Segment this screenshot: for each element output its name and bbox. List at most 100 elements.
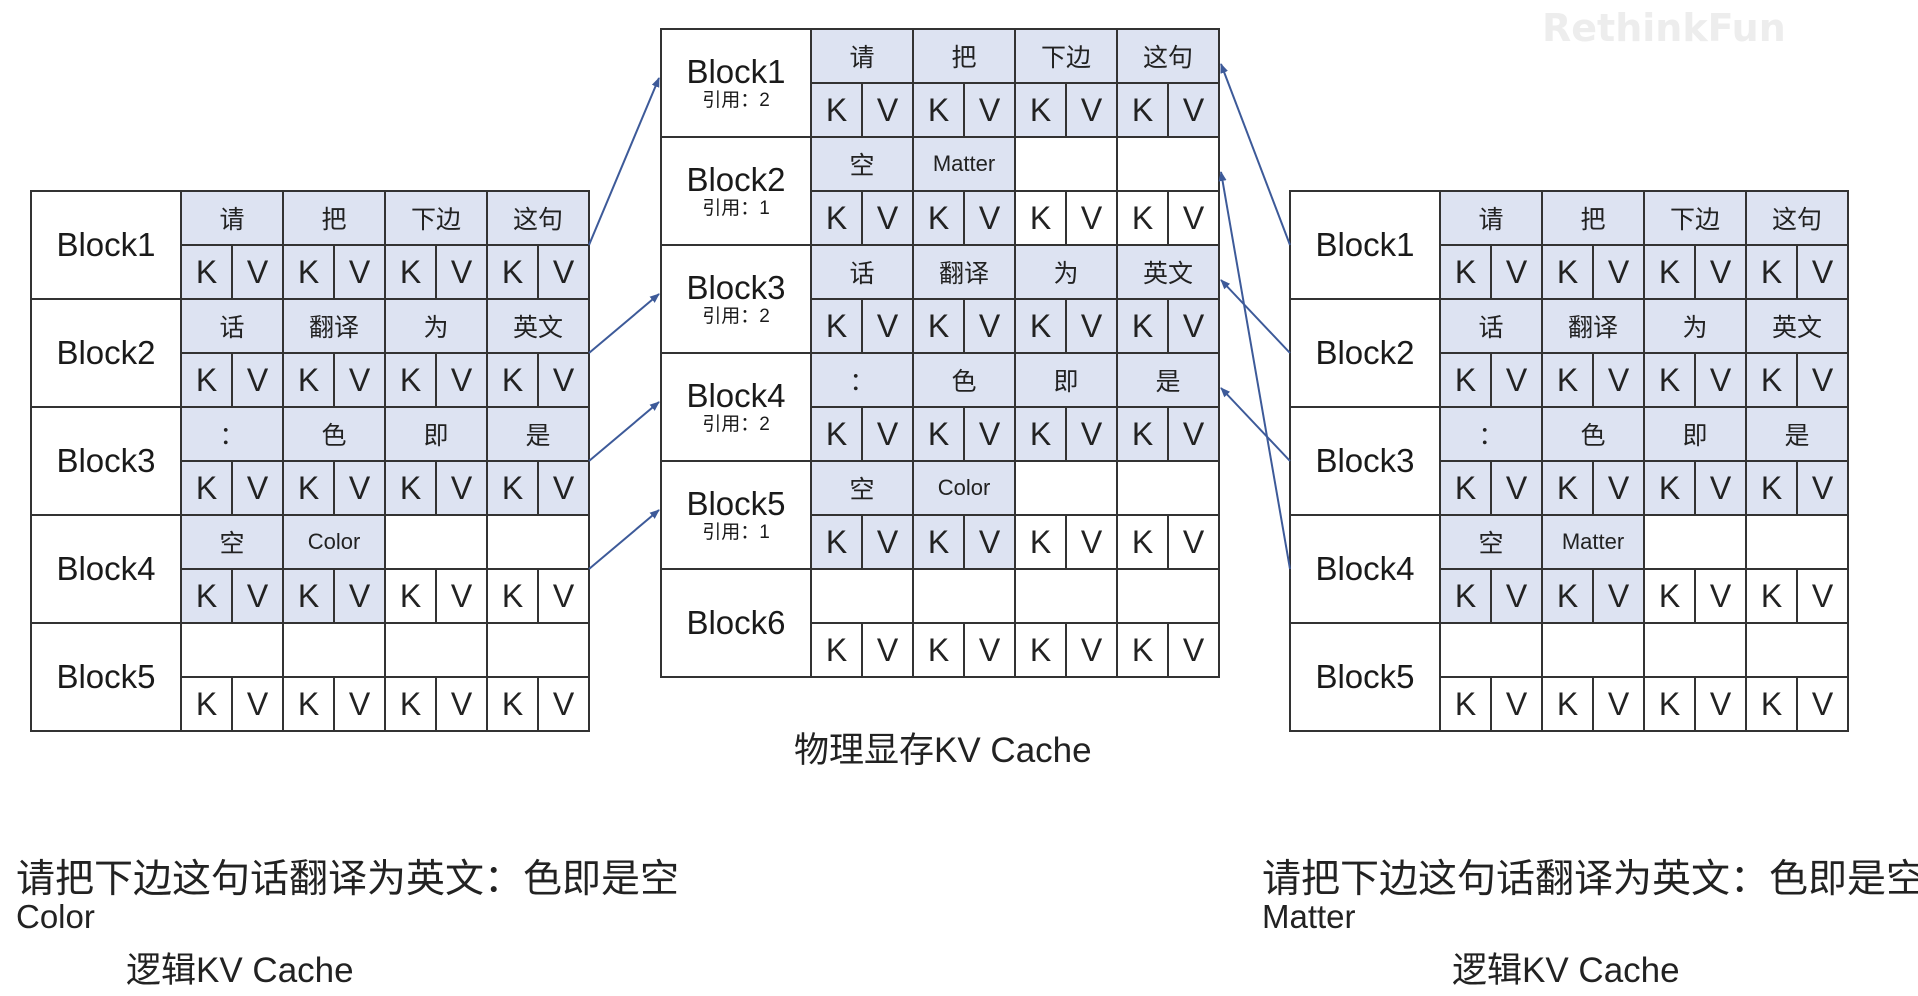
token-cell: ： bbox=[1439, 406, 1543, 462]
token-cell: Matter bbox=[912, 136, 1016, 192]
k-cell: K bbox=[1014, 622, 1067, 678]
v-cell: V bbox=[435, 460, 488, 516]
k-cell: K bbox=[1116, 514, 1169, 570]
token-cell bbox=[180, 622, 284, 678]
v-cell: V bbox=[1490, 460, 1543, 516]
block-name: Block3 bbox=[56, 441, 156, 479]
token-cell: 色 bbox=[1541, 406, 1645, 462]
v-cell: V bbox=[1694, 676, 1747, 732]
v-cell: V bbox=[1065, 82, 1118, 138]
token-cell: 是 bbox=[1745, 406, 1849, 462]
v-cell: V bbox=[861, 406, 914, 462]
block-name: Block4 bbox=[686, 376, 786, 414]
v-cell: V bbox=[1694, 352, 1747, 408]
token-cell: 空 bbox=[810, 460, 914, 516]
v-cell: V bbox=[1490, 676, 1543, 732]
block-token-row: Block6 bbox=[660, 568, 1220, 678]
k-cell: K bbox=[180, 568, 233, 624]
k-cell: K bbox=[912, 298, 965, 354]
token-cell: 空 bbox=[1439, 514, 1543, 570]
token-cell bbox=[912, 568, 1016, 624]
k-cell: K bbox=[1541, 460, 1594, 516]
k-cell: K bbox=[180, 676, 233, 732]
block-name: Block2 bbox=[686, 160, 786, 198]
token-cell: ： bbox=[180, 406, 284, 462]
k-cell: K bbox=[810, 190, 863, 246]
token-cell bbox=[1116, 136, 1220, 192]
token-cell: 即 bbox=[384, 406, 488, 462]
k-cell: K bbox=[1116, 622, 1169, 678]
block-token-row: Block5 bbox=[30, 622, 590, 732]
v-cell: V bbox=[435, 676, 488, 732]
k-cell: K bbox=[1116, 82, 1169, 138]
left-prompt-sentence: 请把下边这句话翻译为英文：色即是空 bbox=[16, 857, 680, 902]
k-cell: K bbox=[282, 676, 335, 732]
block-ref-count: 引用：2 bbox=[702, 414, 770, 436]
block-label-cell: Block3 bbox=[1289, 406, 1441, 516]
token-cell: 空 bbox=[810, 136, 914, 192]
v-cell: V bbox=[1592, 568, 1645, 624]
v-cell: V bbox=[1065, 514, 1118, 570]
k-cell: K bbox=[1439, 568, 1492, 624]
token-cell: 话 bbox=[180, 298, 284, 354]
token-cell: 话 bbox=[1439, 298, 1543, 354]
k-cell: K bbox=[1439, 352, 1492, 408]
token-cell: 为 bbox=[1643, 298, 1747, 354]
mapping-arrow bbox=[1220, 279, 1291, 354]
v-cell: V bbox=[1167, 82, 1220, 138]
block-token-row: Block3：色即是 bbox=[30, 406, 590, 516]
k-cell: K bbox=[1643, 244, 1696, 300]
mapping-arrow bbox=[588, 509, 660, 570]
block-name: Block5 bbox=[1315, 657, 1415, 695]
k-cell: K bbox=[486, 568, 539, 624]
v-cell: V bbox=[1167, 622, 1220, 678]
k-cell: K bbox=[384, 460, 437, 516]
block-name: Block4 bbox=[1315, 549, 1415, 587]
token-cell bbox=[810, 568, 914, 624]
block-label-cell: Block1 bbox=[1289, 190, 1441, 300]
token-cell: 英文 bbox=[486, 298, 590, 354]
k-cell: K bbox=[810, 622, 863, 678]
mapping-arrow bbox=[1220, 387, 1291, 462]
token-cell: 为 bbox=[384, 298, 488, 354]
token-cell bbox=[1014, 568, 1118, 624]
k-cell: K bbox=[1116, 406, 1169, 462]
k-cell: K bbox=[1014, 298, 1067, 354]
k-cell: K bbox=[384, 568, 437, 624]
token-cell: 把 bbox=[912, 28, 1016, 84]
k-cell: K bbox=[282, 460, 335, 516]
k-cell: K bbox=[1745, 460, 1798, 516]
mapping-arrow bbox=[588, 77, 660, 246]
v-cell: V bbox=[963, 514, 1016, 570]
v-cell: V bbox=[1592, 244, 1645, 300]
k-cell: K bbox=[810, 82, 863, 138]
v-cell: V bbox=[1796, 352, 1849, 408]
block-name: Block5 bbox=[686, 484, 786, 522]
v-cell: V bbox=[1796, 244, 1849, 300]
v-cell: V bbox=[963, 82, 1016, 138]
v-cell: V bbox=[537, 352, 590, 408]
k-cell: K bbox=[384, 244, 437, 300]
token-cell: 下边 bbox=[1643, 190, 1747, 246]
v-cell: V bbox=[333, 352, 386, 408]
v-cell: V bbox=[333, 460, 386, 516]
left-logical-caption: 逻辑KV Cache bbox=[126, 951, 354, 990]
token-cell: 翻译 bbox=[282, 298, 386, 354]
k-cell: K bbox=[1643, 568, 1696, 624]
v-cell: V bbox=[1167, 406, 1220, 462]
v-cell: V bbox=[435, 244, 488, 300]
v-cell: V bbox=[537, 676, 590, 732]
token-cell: 把 bbox=[282, 190, 386, 246]
